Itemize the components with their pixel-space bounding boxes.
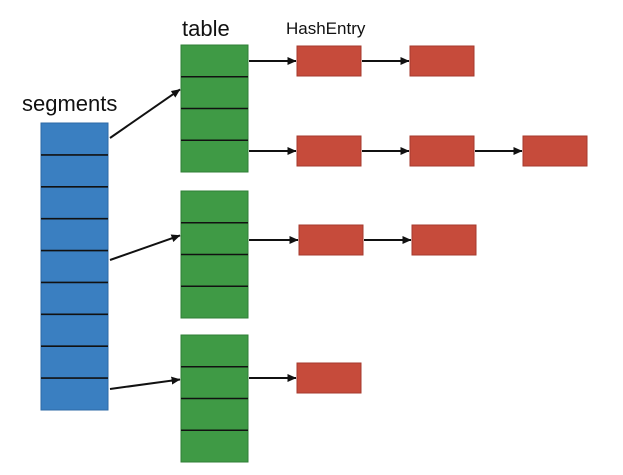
segments-array xyxy=(40,122,109,411)
hash-entry-node xyxy=(411,224,477,256)
diagram-shapes xyxy=(40,44,588,463)
table-label: table xyxy=(182,16,230,41)
hash-entry-node xyxy=(296,45,362,77)
hash-entry-node xyxy=(409,45,475,77)
segment-to-table-arrow xyxy=(109,88,181,139)
hash-entry-node xyxy=(296,135,362,167)
segments-label: segments xyxy=(22,91,117,116)
hash-entry-label: HashEntry xyxy=(286,19,366,38)
hash-entry-node xyxy=(522,135,588,167)
segment-to-table-arrow xyxy=(109,376,181,390)
segment-to-table-arrow xyxy=(109,234,181,261)
hash-entry-node xyxy=(296,362,362,394)
hash-entry-node xyxy=(298,224,364,256)
hash-entry-node xyxy=(409,135,475,167)
